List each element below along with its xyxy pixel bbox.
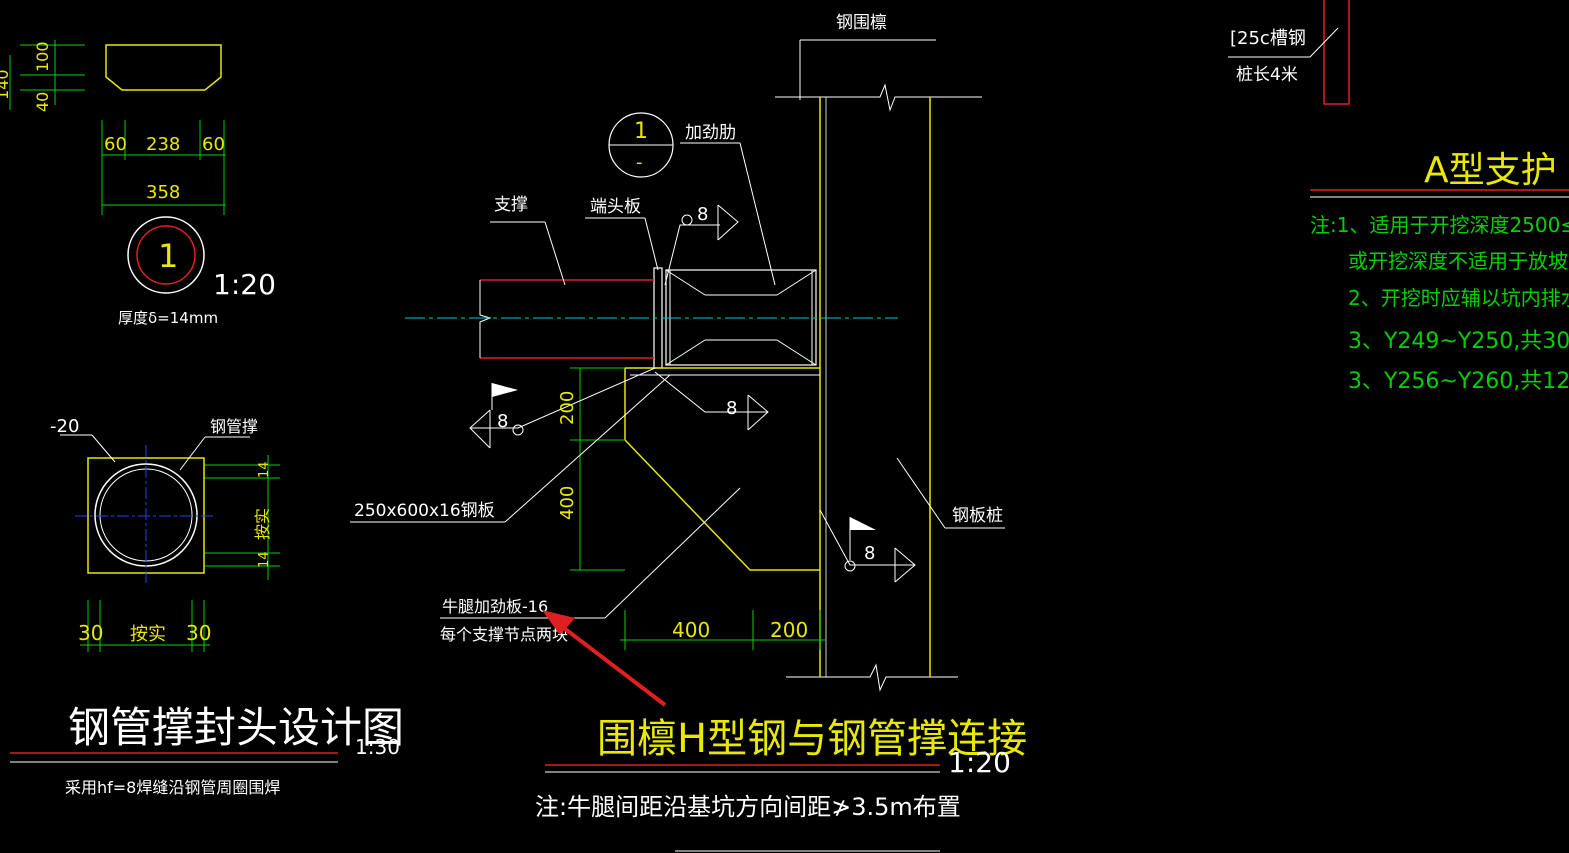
pile-length: 桩长4米 bbox=[1236, 65, 1298, 85]
connection-scale: 1:20 bbox=[948, 746, 1011, 779]
support-note-2: 或开挖深度不适用于放坡开挖二的 bbox=[1348, 249, 1569, 273]
plate-dim-bottom-right: 30 bbox=[186, 621, 211, 645]
annotation-arrow bbox=[542, 610, 667, 707]
label-stiffener: 加劲肋 bbox=[685, 123, 736, 143]
plate-label: -20 bbox=[50, 416, 79, 437]
plate-detail bbox=[60, 434, 280, 652]
pipe-label: 钢管撑 bbox=[210, 417, 258, 436]
endcap-thickness: 厚度δ=14mm bbox=[118, 309, 218, 327]
support-note-3: 2、开挖时应辅以坑内排水措施,硕 bbox=[1348, 286, 1569, 310]
endcap-dim-side-1: 100 bbox=[33, 41, 52, 72]
label-brace: 支撑 bbox=[494, 195, 528, 215]
connection-note: 注:牛腿间距沿基坑方向间距≯3.5m布置 bbox=[535, 793, 961, 821]
weld-size-top: 8 bbox=[697, 204, 708, 225]
endcap-dim-side-3: 140 bbox=[0, 69, 12, 100]
right-panel-text: [25c槽钢 桩长4米 A型支护 注:1、适用于开挖深度2500≤H<30 或开… bbox=[1230, 28, 1569, 394]
section-bubble-top: 1 bbox=[634, 119, 648, 144]
left-title-note: 采用hf=8焊缝沿钢管周圈围焊 bbox=[65, 778, 280, 797]
dim-vertical-200: 200 bbox=[557, 391, 578, 425]
left-title-block: 钢管撑封头设计图 1:30 采用hf=8焊缝沿钢管周圈围焊 bbox=[10, 703, 404, 797]
dim-vertical-400: 400 bbox=[557, 486, 578, 520]
endcap-dim-side-2: 40 bbox=[33, 92, 52, 112]
endcap-circle-inner bbox=[136, 225, 196, 285]
weld-size-left: 8 bbox=[497, 411, 508, 432]
plate-dim-bottom-mid: 按实 bbox=[130, 624, 166, 645]
plate-detail-text: -20 钢管撑 14 按实 14 30 按实 30 bbox=[50, 416, 272, 645]
label-bracket-2: 每个支撑节点两块 bbox=[440, 625, 568, 644]
label-purlin: 钢围檩 bbox=[836, 13, 887, 33]
endcap-scale: 1:20 bbox=[213, 268, 276, 301]
channel-steel-rect bbox=[1323, 0, 1350, 105]
endcap-text: 100 40 140 60 238 60 358 1 1:20 厚度δ=14mm bbox=[0, 41, 276, 327]
support-note-1: 注:1、适用于开挖深度2500≤H<30 bbox=[1310, 213, 1569, 237]
endcap-circle-label: 1 bbox=[158, 237, 178, 275]
dim-horizontal-200: 200 bbox=[770, 618, 808, 642]
endcap-dim-top-mid: 238 bbox=[146, 134, 180, 155]
section-bubble-bottom: - bbox=[636, 152, 643, 173]
support-title: A型支护 bbox=[1424, 150, 1557, 191]
plate-dim-right-mid: 按实 bbox=[253, 508, 272, 540]
label-plate: 250x600x16钢板 bbox=[354, 501, 495, 521]
support-note-5: 3、Y256~Y260,共122m; bbox=[1348, 369, 1569, 394]
weld-flags bbox=[492, 383, 876, 530]
support-note-4: 3、Y249~Y250,共30m; bbox=[1348, 329, 1569, 354]
connection-title: 围檩H型钢与钢管撑连接 bbox=[597, 716, 1027, 762]
plate-dim-bottom-left: 30 bbox=[78, 621, 103, 645]
endcap-detail bbox=[9, 40, 226, 294]
plate-dim-right-top: 14 bbox=[257, 461, 272, 478]
connection-text: 钢围檩 加劲肋 1 - 支撑 端头板 8 8 8 8 200 400 250x6… bbox=[354, 13, 1027, 821]
left-title: 钢管撑封头设计图 bbox=[68, 703, 404, 752]
endcap-dim-top-left: 60 bbox=[104, 134, 127, 155]
plate-dim-right-bottom: 14 bbox=[257, 551, 272, 568]
weld-size-right: 8 bbox=[864, 543, 875, 564]
endcap-dim-top-right: 60 bbox=[202, 134, 225, 155]
label-bracket-1: 牛腿加劲板-16 bbox=[442, 597, 548, 616]
label-endplate: 端头板 bbox=[590, 197, 641, 217]
left-title-scale: 1:30 bbox=[355, 735, 400, 759]
label-pile: 钢板桩 bbox=[952, 506, 1003, 526]
weld-size-mid: 8 bbox=[726, 398, 737, 419]
dim-horizontal-400: 400 bbox=[672, 618, 710, 642]
connection-detail bbox=[350, 39, 1005, 852]
channel-label: [25c槽钢 bbox=[1230, 28, 1306, 49]
endcap-dim-total: 358 bbox=[146, 182, 180, 203]
endcap-circle-outer bbox=[127, 216, 205, 294]
endcap-profile bbox=[105, 44, 222, 91]
right-panel bbox=[1228, 0, 1569, 198]
